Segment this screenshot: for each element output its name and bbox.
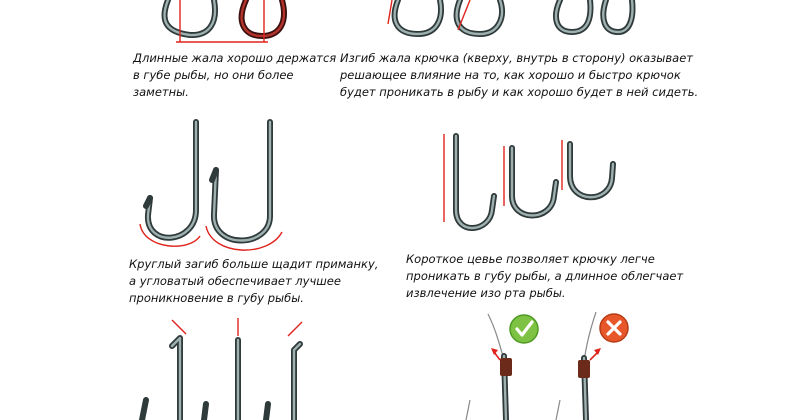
hook-long-point-1 bbox=[161, 0, 218, 38]
hook-medium-shank bbox=[509, 145, 559, 219]
hook-bend-2 bbox=[453, 0, 505, 37]
caption-line: проникновение в губу рыбы. bbox=[129, 291, 304, 305]
knot-example-bad bbox=[555, 311, 601, 420]
hook-long-point-2 bbox=[238, 0, 287, 39]
bend-arc-2 bbox=[205, 225, 283, 251]
caption-round-bend: Круглый загиб больше щадит приманку, а у… bbox=[129, 256, 378, 307]
caption-point-bend: Изгиб жала крючка (кверху, внутрь в стор… bbox=[340, 50, 699, 101]
caption-line: Короткое цевье позволяет крючку легче bbox=[406, 252, 655, 266]
caption-line: Длинные жала хорошо держатся bbox=[133, 51, 337, 65]
cross-icon bbox=[606, 320, 622, 336]
caption-line: заметны. bbox=[133, 85, 189, 99]
eye-line-3 bbox=[287, 321, 303, 337]
bend-line-1 bbox=[387, 0, 393, 25]
caption-long-points: Длинные жала хорошо держатся в губе рыбы… bbox=[133, 50, 336, 101]
caption-line: Изгиб жала крючка (кверху, внутрь в стор… bbox=[340, 51, 693, 65]
hook-bend-twisted bbox=[553, 0, 636, 35]
caption-line: проникать в губу рыбы, а длинное облегча… bbox=[406, 269, 684, 283]
knot-example-good bbox=[465, 313, 512, 420]
eye-line-1 bbox=[171, 319, 187, 335]
caption-line: в губе рыбы, но они более bbox=[133, 68, 294, 82]
hook-short-shank bbox=[567, 141, 616, 201]
hook-eye-3 bbox=[263, 341, 303, 420]
bend-line-2 bbox=[457, 0, 471, 31]
good-badge bbox=[509, 314, 539, 344]
caption-line: Круглый загиб больше щадит приманку, bbox=[129, 257, 379, 271]
caption-line: извлечение изо рта рыбы. bbox=[406, 286, 566, 300]
bad-badge bbox=[599, 313, 629, 343]
hook-eye-2 bbox=[201, 337, 241, 420]
bend-arc-1 bbox=[139, 223, 201, 247]
hook-round-bend bbox=[143, 119, 199, 241]
hook-bend-1 bbox=[391, 0, 444, 37]
hook-eye-1 bbox=[139, 335, 183, 420]
caption-line: решающее влияние на то, как хорошо и быс… bbox=[340, 68, 681, 82]
caption-line: а угловатый обеспечивает лучшее bbox=[129, 274, 341, 288]
check-icon bbox=[515, 320, 534, 337]
caption-line: будет проникать в рыбу и как хорошо буде… bbox=[340, 85, 699, 99]
caption-short-shank: Короткое цевье позволяет крючку легче пр… bbox=[406, 251, 683, 302]
hook-long-shank bbox=[453, 133, 497, 231]
hook-angular-bend bbox=[209, 119, 273, 244]
